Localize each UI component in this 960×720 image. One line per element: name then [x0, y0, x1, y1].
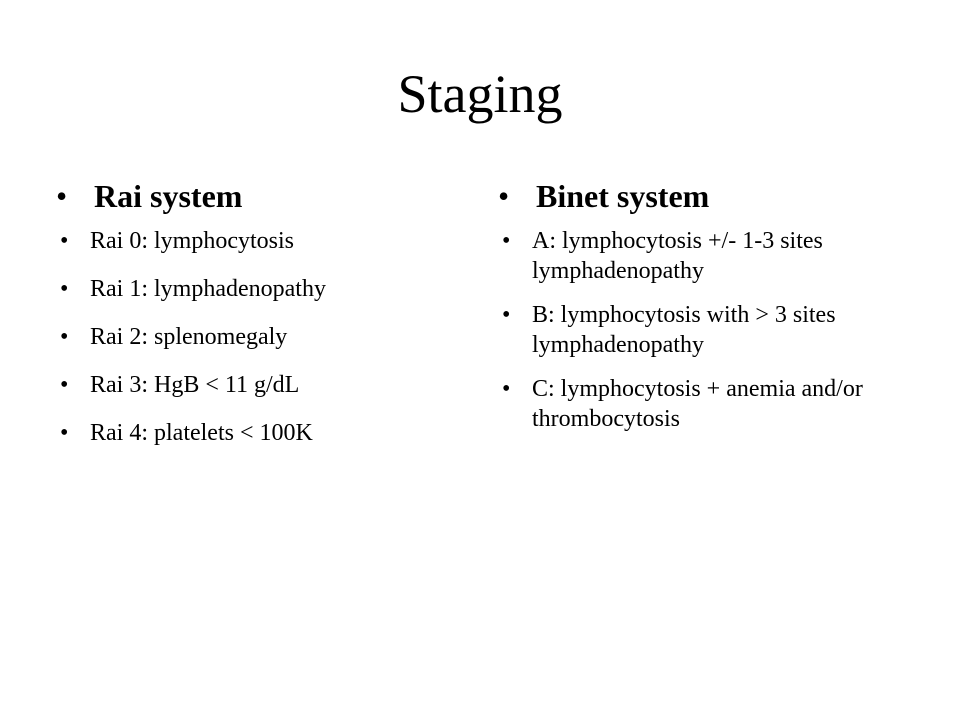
list-item: • Rai 4: platelets < 100K: [56, 418, 476, 448]
bullet-icon: •: [60, 372, 69, 398]
list-item-text: A: lymphocytosis +/- 1-3 sites lymphaden…: [532, 228, 823, 284]
list-item-text: Rai 4: platelets < 100K: [90, 420, 313, 446]
list-item-text: B: lymphocytosis with > 3 sites lymphade…: [532, 302, 836, 358]
list-item: • Rai 1: lymphadenopathy: [56, 274, 476, 304]
rai-system-column: • Rai system • Rai 0: lymphocytosis • Ra…: [56, 176, 476, 466]
list-item-text: Rai 0: lymphocytosis: [90, 228, 294, 254]
binet-system-heading: • Binet system: [498, 176, 918, 216]
bullet-icon: •: [60, 420, 69, 446]
list-item: • A: lymphocytosis +/- 1-3 sites lymphad…: [498, 226, 918, 286]
binet-stage-list: • A: lymphocytosis +/- 1-3 sites lymphad…: [498, 226, 918, 434]
bullet-icon: •: [60, 276, 69, 302]
bullet-icon: •: [56, 178, 68, 214]
list-item: • B: lymphocytosis with > 3 sites lympha…: [498, 300, 918, 360]
bullet-icon: •: [502, 228, 511, 254]
list-item: • Rai 2: splenomegaly: [56, 322, 476, 352]
binet-system-heading-text: Binet system: [536, 178, 710, 214]
rai-system-heading: • Rai system: [56, 176, 476, 216]
rai-system-heading-text: Rai system: [94, 178, 243, 214]
bullet-icon: •: [502, 376, 511, 402]
list-item-text: Rai 1: lymphadenopathy: [90, 276, 326, 302]
list-item-text: Rai 2: splenomegaly: [90, 324, 288, 350]
slide-title: Staging: [397, 64, 563, 124]
bullet-icon: •: [498, 178, 510, 214]
list-item-text: C: lymphocytosis + anemia and/or thrombo…: [532, 376, 863, 432]
list-item: • Rai 0: lymphocytosis: [56, 226, 476, 256]
binet-system-column: • Binet system • A: lymphocytosis +/- 1-…: [498, 176, 918, 448]
list-item: • Rai 3: HgB < 11 g/dL: [56, 370, 476, 400]
rai-stage-list: • Rai 0: lymphocytosis • Rai 1: lymphade…: [56, 226, 476, 448]
list-item: • C: lymphocytosis + anemia and/or throm…: [498, 374, 918, 434]
bullet-icon: •: [502, 302, 511, 328]
bullet-icon: •: [60, 324, 69, 350]
list-item-text: Rai 3: HgB < 11 g/dL: [90, 372, 300, 398]
bullet-icon: •: [60, 228, 69, 254]
